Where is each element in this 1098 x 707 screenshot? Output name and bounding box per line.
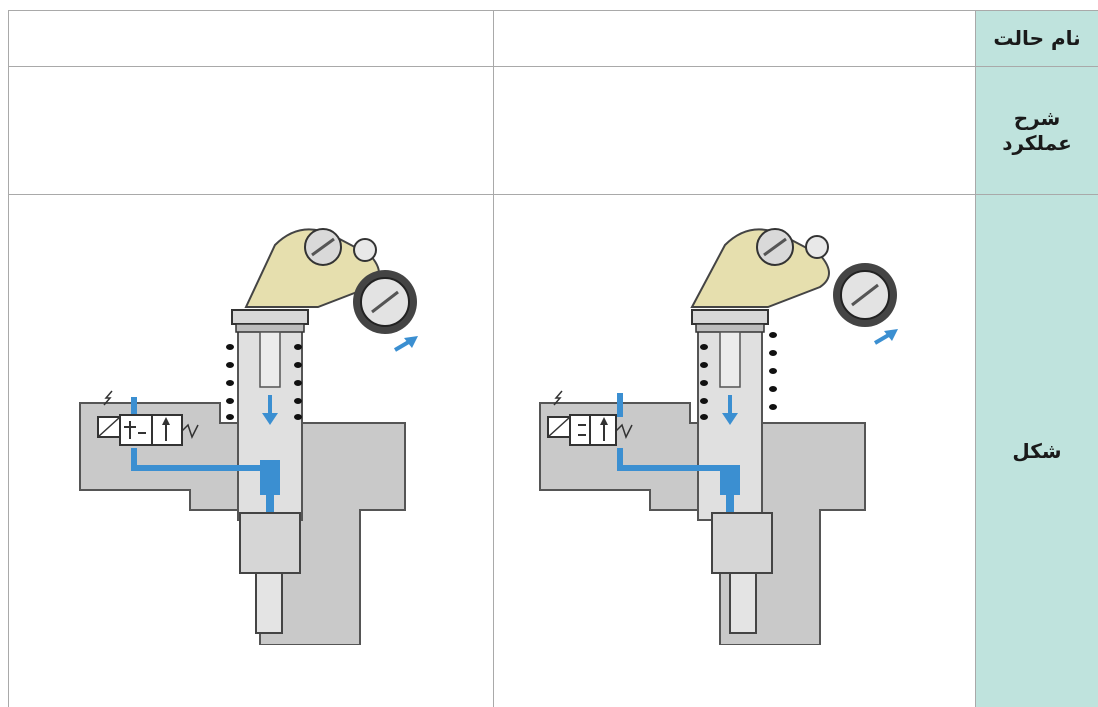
row-header-description: شرح عملکرد xyxy=(976,67,1098,194)
grid-line xyxy=(493,10,494,707)
row-header-label: شکل xyxy=(1012,438,1062,463)
spring-dots xyxy=(700,332,777,420)
row-header-label: نام حالت xyxy=(993,26,1081,50)
row-header-figure: شکل xyxy=(976,195,1098,707)
row-header-label-line2: عملکرد xyxy=(1002,130,1072,155)
grid-line xyxy=(8,66,1098,67)
cell-description-1 xyxy=(494,67,975,194)
grid-line xyxy=(8,10,9,707)
row-header-mode-name: نام حالت xyxy=(976,11,1098,66)
injector-diagram-valve-closed xyxy=(60,205,460,645)
grid-line xyxy=(8,10,1098,11)
injector-diagram-valve-open xyxy=(520,205,920,645)
grid-line xyxy=(8,194,1098,195)
cell-description-2 xyxy=(9,67,493,194)
spring-dots xyxy=(226,344,302,420)
grid-line xyxy=(975,10,976,707)
cam-arm xyxy=(690,228,830,308)
housing-shape xyxy=(79,402,406,645)
cell-mode-name-2 xyxy=(9,11,493,66)
cell-mode-name-1 xyxy=(494,11,975,66)
row-header-label-line1: شرح xyxy=(1013,105,1061,130)
